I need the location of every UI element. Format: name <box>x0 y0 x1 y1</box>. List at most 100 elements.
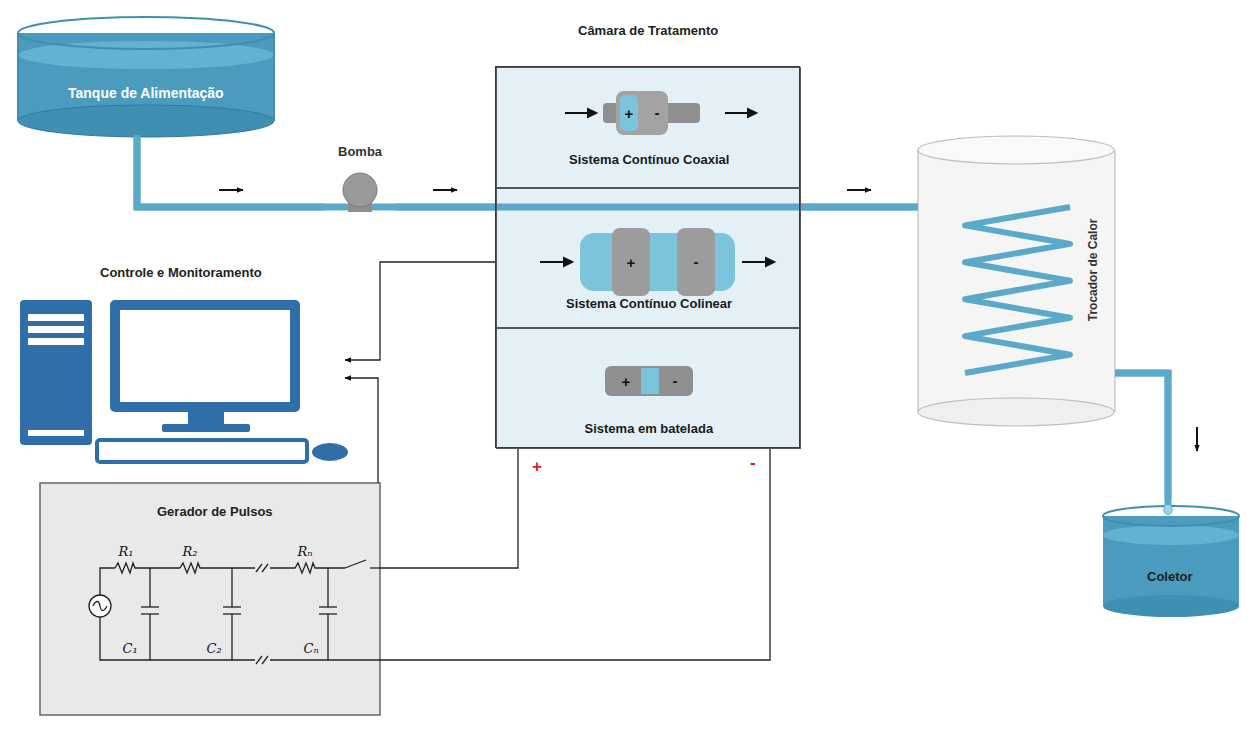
colinear-electrode <box>677 228 715 296</box>
computer-icon <box>188 412 224 426</box>
heat-exchanger-vessel <box>917 150 918 412</box>
computer-icon <box>312 443 348 461</box>
pulse-circuit <box>256 656 262 664</box>
pulse-circuit <box>327 568 328 607</box>
heat-exchanger-vessel <box>918 136 1115 426</box>
batch-electrode <box>605 366 693 396</box>
pulse-circuit <box>149 614 150 660</box>
generator-box: Gerador de Pulsos <box>40 483 380 715</box>
feed-tank <box>18 17 274 49</box>
polarity-sign: + <box>627 255 636 270</box>
pulse-circuit <box>345 560 366 568</box>
pipe-connector <box>800 190 918 207</box>
computer-icon <box>97 440 307 462</box>
pulse-circuit <box>270 659 380 660</box>
heat-exchanger-vessel <box>918 150 1115 412</box>
component-label: Cₙ <box>304 642 319 655</box>
node-label: Tanque de Alimentação <box>68 85 224 101</box>
colinear-electrode <box>580 228 735 296</box>
pipe <box>1115 373 1168 505</box>
node-label: Bomba <box>338 145 382 160</box>
process-pipe <box>137 135 495 207</box>
pulse-circuit <box>262 564 268 572</box>
node-label: Controle e Monitoramento <box>100 266 262 281</box>
pulse-circuit <box>180 563 255 573</box>
tank-node: Tanque de Alimentação <box>18 18 275 138</box>
pipe <box>137 138 325 207</box>
pulse-circuit <box>319 606 337 607</box>
process-pipe <box>495 204 800 211</box>
collector-tank <box>1103 595 1239 617</box>
pulse-circuit <box>141 606 159 607</box>
coaxial-electrode <box>603 91 700 135</box>
pipe-connector <box>395 190 495 207</box>
pipe-connector <box>1115 373 1197 505</box>
feed-tank <box>273 33 275 121</box>
process-box: Sistema em batelada <box>496 328 801 449</box>
signal-wire <box>345 262 495 360</box>
flow-arrow <box>725 112 750 114</box>
computer-icon <box>162 424 250 432</box>
pulse-circuit <box>231 614 232 660</box>
flow-arrow <box>565 112 590 114</box>
polarity-sign: + <box>625 106 634 121</box>
node-label: Câmara de Tratamento <box>578 24 718 39</box>
pulse-circuit <box>89 560 380 664</box>
coaxial-electrode <box>616 91 668 135</box>
pump-icon <box>343 173 377 212</box>
node-label: Gerador de Pulsos <box>157 505 273 520</box>
flow-arrow <box>433 189 457 191</box>
computer-icon <box>20 300 348 462</box>
feed-tank <box>18 17 274 137</box>
heat-exchanger-vessel <box>918 136 1114 164</box>
wire <box>380 448 770 660</box>
flow-arrow <box>1196 427 1198 451</box>
component-label: R₁ <box>119 545 134 558</box>
coaxial-electrode <box>620 95 638 131</box>
signal-wire <box>345 378 378 483</box>
treatment-chamber-fill <box>495 66 800 448</box>
computer-node: Controle e Monitoramento <box>18 262 345 467</box>
flow-arrow <box>748 109 756 117</box>
feed-tank <box>17 33 19 121</box>
collector-tank <box>1103 500 1239 617</box>
chamber-box: Câmara de TratamentoSistema Contínuo Coa… <box>495 66 800 448</box>
batch-electrode <box>641 368 659 394</box>
pulse-circuit <box>149 568 150 607</box>
treatment-chamber-fill <box>495 66 800 448</box>
flow-arrow <box>564 258 572 266</box>
pulse-generator-panel <box>40 483 380 715</box>
heat-exchanger-coil <box>965 207 1070 373</box>
polarity-sign: - <box>694 254 699 269</box>
pump-node: Bomba <box>325 142 395 210</box>
computer-icon <box>20 300 92 445</box>
polarity-sign: + <box>622 374 631 389</box>
signal-wire <box>380 448 518 568</box>
computer-icon <box>28 314 84 321</box>
pulse-circuit <box>370 567 380 568</box>
heat-exchanger-node: Trocador de Calor <box>918 140 1115 425</box>
node-label: Sistema em batelada <box>585 422 714 437</box>
computer-icon <box>28 338 84 345</box>
node-label: Trocador de Calor <box>1087 219 1101 322</box>
pulse-circuit <box>256 564 262 572</box>
computer-icon <box>120 310 290 402</box>
computer-icon <box>28 326 84 333</box>
batch-electrode <box>605 366 693 396</box>
pulse-circuit <box>231 568 232 607</box>
pipe <box>395 204 495 211</box>
flow-arrow <box>588 109 596 117</box>
node-label: Sistema Contínuo Colinear <box>566 297 732 312</box>
pulse-circuit <box>327 614 328 660</box>
pump-icon <box>343 173 377 207</box>
component-label: C₂ <box>207 642 222 655</box>
flow-arrow <box>219 189 243 191</box>
pulse-circuit <box>270 563 345 573</box>
pulse-circuit <box>100 568 115 595</box>
wire <box>380 448 518 568</box>
wire <box>345 378 378 483</box>
pulse-circuit <box>262 656 268 664</box>
component-label: Rₙ <box>298 545 313 558</box>
pulse-circuit <box>115 563 180 573</box>
